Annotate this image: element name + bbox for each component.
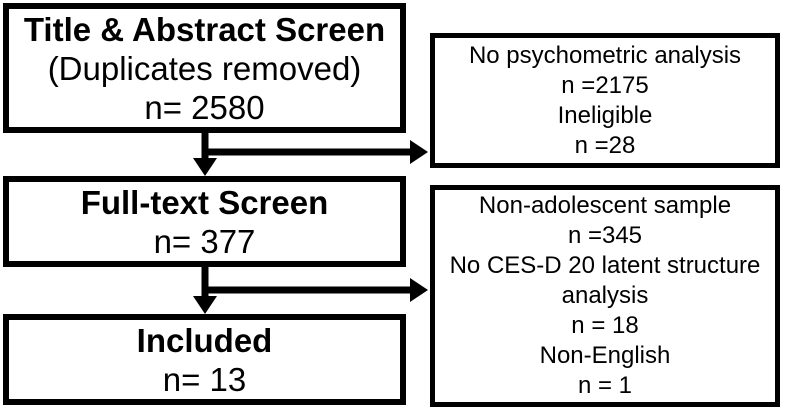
exclusion-count: n = 1 [577, 372, 633, 399]
arrow-right-1-head [410, 140, 428, 164]
flow-box-fulltext-screen: Full-text Screen n= 377 [3, 176, 406, 267]
exclusion-reason: No CES-D 20 latent structure analysis [449, 252, 761, 309]
box-count: n= 377 [153, 222, 256, 260]
exclusion-count: n = 18 [571, 312, 639, 339]
box-title: Title & Abstract Screen [23, 10, 386, 48]
arrow-down-2-head [193, 296, 217, 314]
flow-box-included: Included n= 13 [3, 314, 406, 405]
box-subtitle: (Duplicates removed) [47, 49, 362, 87]
exclusion-reason: Non-English [539, 342, 671, 369]
box-count: n= 13 [162, 360, 247, 398]
exclusion-reason: Non-adolescent sample [478, 192, 732, 219]
flow-box-excluded-title-abstract: No psychometric analysis n =2175 Ineligi… [430, 33, 780, 168]
arrow-down-1-head [193, 158, 217, 176]
box-title: Included [136, 321, 273, 359]
exclusion-reason: No psychometric analysis [468, 41, 742, 69]
exclusion-count: n =345 [567, 222, 643, 249]
arrow-right-2-head [410, 278, 428, 302]
exclusion-count: n =28 [574, 131, 636, 159]
exclusion-count: n =2175 [561, 71, 649, 99]
flow-box-title-abstract-screen: Title & Abstract Screen (Duplicates remo… [3, 3, 406, 133]
box-count: n= 2580 [144, 88, 265, 126]
box-title: Full-text Screen [80, 183, 329, 221]
flow-box-excluded-fulltext: Non-adolescent sample n =345 No CES-D 20… [430, 185, 780, 407]
exclusion-reason: Ineligible [557, 101, 653, 129]
